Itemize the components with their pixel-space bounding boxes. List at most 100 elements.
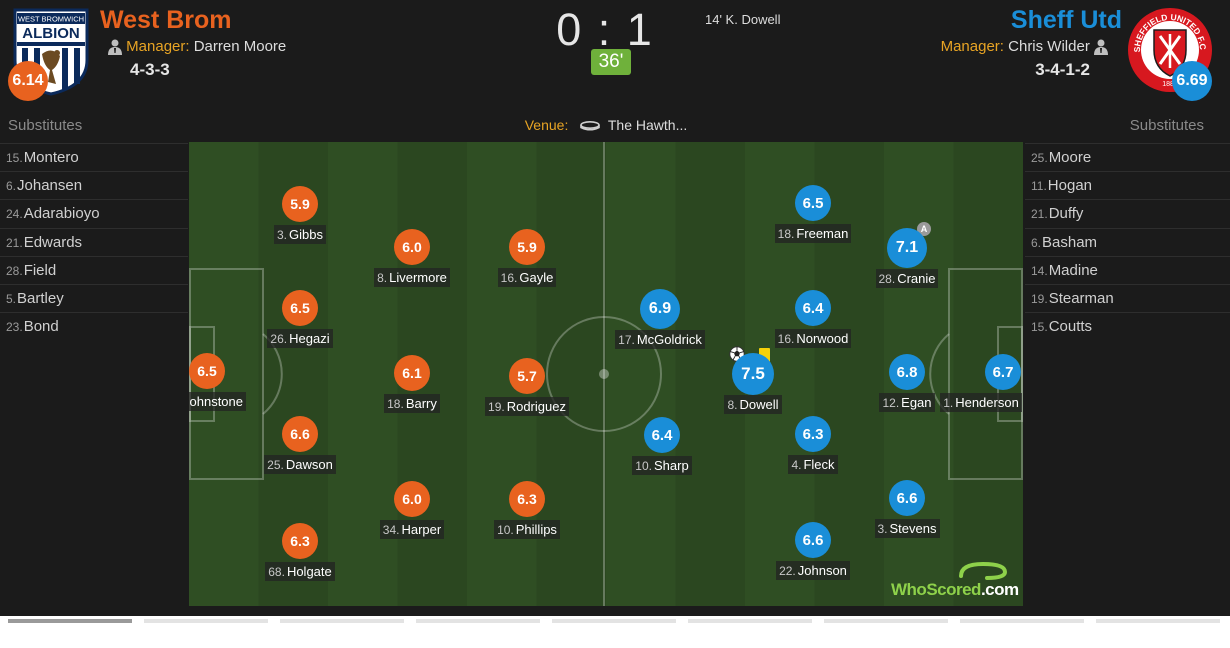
manager-label: Manager: [126, 38, 190, 55]
player-rating-badge: 5.9 [509, 229, 545, 265]
manager-label: Manager: [940, 38, 1004, 55]
person-icon [1094, 39, 1108, 56]
tab-indicator[interactable] [416, 619, 540, 623]
away-team-name[interactable]: Sheff Utd [1010, 6, 1122, 34]
tab-indicator[interactable] [960, 619, 1084, 623]
tab-indicator[interactable] [552, 619, 676, 623]
player-label: 22.Johnson [753, 561, 873, 580]
player-label: 10.Sharp [602, 456, 722, 475]
substitute-row[interactable]: 11.Hogan [1025, 171, 1230, 199]
venue-bar: Venue: The Hawth... [189, 108, 1023, 142]
player-rating-badge: 6.9 [640, 289, 680, 329]
match-minute: 36' [591, 49, 631, 75]
away-formation: 3-4-1-2 [1035, 60, 1090, 79]
player-label: 16.Norwood [753, 329, 873, 348]
player-label: 12.Egan [847, 393, 967, 412]
player-rating-badge: 5.7 [509, 358, 545, 394]
venue-name[interactable]: The Hawth... [607, 117, 688, 133]
yellow-card-icon [759, 348, 770, 362]
player-label: 1.Johnstone [189, 392, 267, 411]
substitute-row[interactable]: 15.Coutts [1025, 312, 1230, 340]
svg-text:WEST BROMWICH: WEST BROMWICH [18, 15, 84, 24]
home-substitutes-title: Substitutes [8, 117, 83, 134]
player-rating-badge: 6.1 [394, 355, 430, 391]
venue-label: Venue: [524, 117, 569, 133]
player-label: 25.Dawson [240, 455, 360, 474]
player-rating-badge: 7.1 [887, 228, 927, 268]
substitute-row[interactable]: 6.Basham [1025, 227, 1230, 256]
pitch: 6.5 1.Johnstone 5.9 3.Gibbs 6.5 26.Hegaz… [189, 142, 1023, 606]
match-score: 0 : 1 [556, 4, 654, 55]
player-label: 4.Fleck [753, 455, 873, 474]
player-rating-badge: 6.3 [795, 416, 831, 452]
player-rating-badge: 6.4 [795, 290, 831, 326]
tab-indicator[interactable] [280, 619, 404, 623]
watermark-text: WhoScored.com [891, 580, 1019, 599]
tab-indicator[interactable] [824, 619, 948, 623]
substitute-row[interactable]: 15.Montero [0, 143, 188, 171]
tab-indicator[interactable] [144, 619, 268, 623]
player-rating-badge: 6.3 [509, 481, 545, 517]
home-manager-name: Darren Moore [193, 38, 287, 55]
stadium-icon [580, 121, 601, 131]
player-label: 18.Freeman [753, 224, 873, 243]
tab-indicator[interactable] [1096, 619, 1220, 623]
player-label: 18.Barry [352, 394, 472, 413]
player-label: 68.Holgate [240, 562, 360, 581]
substitute-row[interactable]: 14.Madine [1025, 255, 1230, 284]
substitute-row[interactable]: 5.Bartley [0, 283, 188, 312]
player-label: 16.Gayle [467, 268, 587, 287]
substitute-row[interactable]: 6.Johansen [0, 171, 188, 199]
player-label: 26.Hegazi [240, 329, 360, 348]
away-manager: Manager: Chris Wilder [940, 38, 1108, 56]
away-substitutes-title: Substitutes [1129, 117, 1204, 134]
tab-indicator[interactable] [688, 619, 812, 623]
substitute-row[interactable]: 25.Moore [1025, 143, 1230, 171]
away-substitutes-list: 25.Moore 11.Hogan 21.Duffy 6.Basham 14.M… [1025, 143, 1230, 340]
player-label: 1.Henderson [921, 393, 1023, 412]
tab-indicator-active[interactable] [8, 619, 132, 623]
home-substitutes-list: 15.Montero 6.Johansen 24.Adarabioyo 21.E… [0, 143, 188, 340]
substitute-row[interactable]: 21.Duffy [1025, 199, 1230, 227]
player-label: 34.Harper [352, 520, 472, 539]
away-team-rating: 6.69 [1172, 61, 1212, 101]
svg-text:1889: 1889 [1162, 81, 1178, 88]
player-label: 3.Stevens [847, 519, 967, 538]
player-rating-badge: 6.0 [394, 481, 430, 517]
player-rating-badge: 6.5 [282, 290, 318, 326]
player-rating-badge: 6.6 [282, 416, 318, 452]
whoscored-watermark: WhoScored.com [891, 562, 1019, 600]
player-rating-badge: 6.4 [644, 417, 680, 453]
away-manager-name: Chris Wilder [1008, 38, 1090, 55]
player-label: 19.Rodriguez [467, 397, 587, 416]
substitute-row[interactable]: 28.Field [0, 255, 188, 284]
player-label: 10.Phillips [467, 520, 587, 539]
player-label: 17.McGoldrick [600, 330, 720, 349]
player-rating-badge: 6.0 [394, 229, 430, 265]
player-label: 8.Livermore [352, 268, 472, 287]
player-label: 28.Cranie [847, 269, 967, 288]
player-rating-badge: 6.6 [795, 522, 831, 558]
player-label: 3.Gibbs [240, 225, 360, 244]
player-rating-badge: 5.9 [282, 186, 318, 222]
player-rating-badge: 6.5 [189, 353, 225, 389]
substitute-row[interactable]: 23.Bond [0, 312, 188, 340]
match-header: WEST BROMWICH ALBION 6.14 West Brom Mana… [0, 0, 1230, 108]
home-team-name[interactable]: West Brom [100, 6, 232, 34]
substitute-row[interactable]: 21.Edwards [0, 227, 188, 256]
player-rating-badge: 6.6 [889, 480, 925, 516]
person-icon [108, 39, 122, 56]
whoscored-logo-icon [959, 562, 1008, 580]
player-rating-badge: 6.3 [282, 523, 318, 559]
substitute-row[interactable]: 24.Adarabioyo [0, 199, 188, 227]
player-label: 8.Dowell [693, 395, 813, 414]
home-manager: Manager: Darren Moore [108, 38, 287, 56]
home-team-rating: 6.14 [8, 61, 48, 101]
player-rating-badge: 6.8 [889, 354, 925, 390]
goal-event: 14' K. Dowell [705, 12, 781, 27]
player-rating-badge: 6.5 [795, 185, 831, 221]
player-rating-badge: 7.5 [732, 353, 774, 395]
substitute-row[interactable]: 19.Stearman [1025, 283, 1230, 312]
player-rating-badge: 6.7 [985, 354, 1021, 390]
home-formation: 4-3-3 [130, 60, 170, 79]
